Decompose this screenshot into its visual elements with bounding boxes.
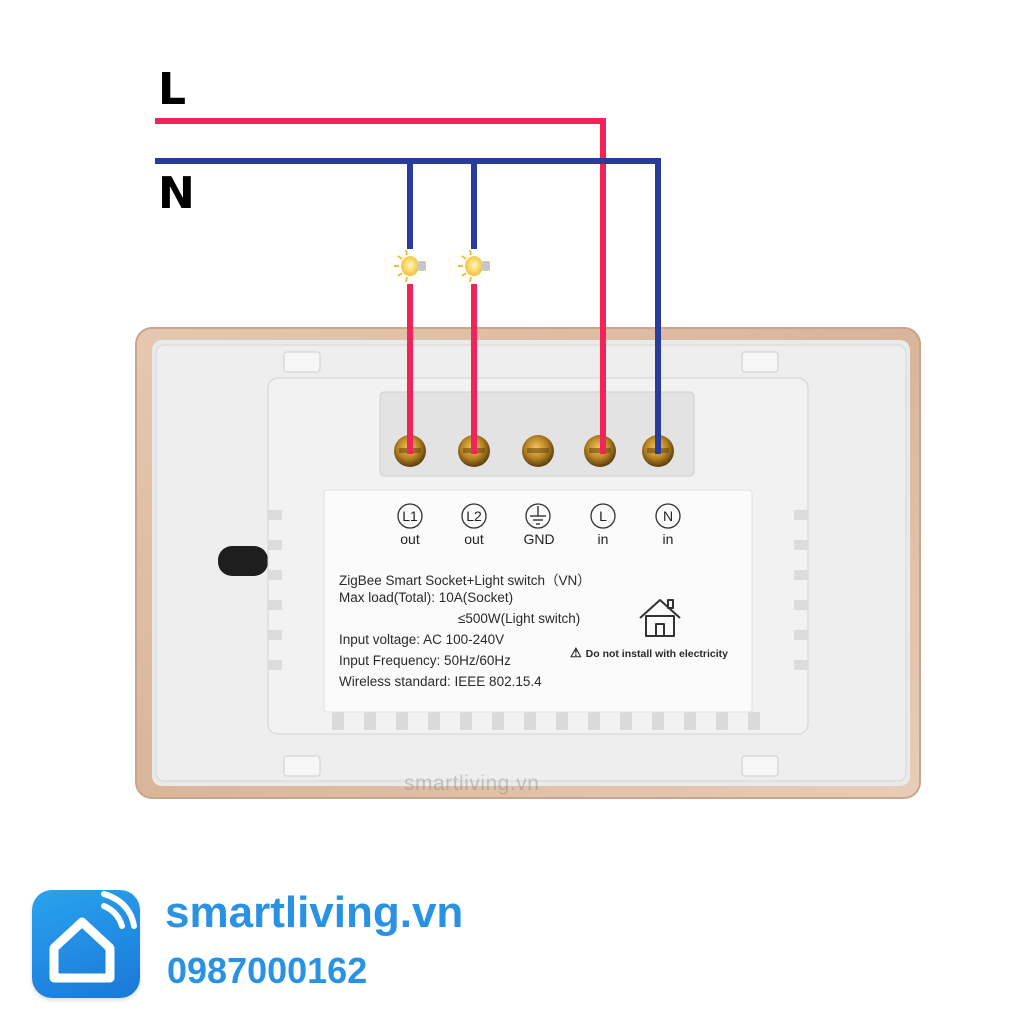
terminal-label-gnd: GND: [523, 503, 555, 547]
bulb-icon: [458, 249, 490, 283]
warning-note: ⚠Do not install with electricity: [570, 645, 728, 661]
wiring: [155, 118, 661, 454]
brand-name: smartliving.vn: [165, 888, 464, 937]
warning-triangle-icon: ⚠: [570, 645, 582, 660]
terminal-label-l1-out: L1 out: [397, 503, 423, 547]
warning-text: Do not install with electricity: [585, 648, 729, 660]
live-wire-label: L: [158, 64, 187, 115]
terminal-screw-gnd: [522, 435, 554, 467]
neutral-wire: [155, 158, 661, 454]
svg-text:out: out: [400, 531, 420, 547]
brand-logo: [32, 890, 140, 998]
terminal-label-l2-out: L2 out: [461, 503, 487, 547]
terminal-labels: L1 out L2 out GND L in N in: [397, 503, 681, 547]
spec-wireless-standard: Wireless standard: IEEE 802.15.4: [339, 674, 542, 689]
terminal-label-n-in: N in: [655, 503, 681, 547]
ground-symbol-icon: [530, 506, 546, 525]
spec-input-frequency: Input Frequency: 50Hz/60Hz: [339, 653, 511, 668]
terminal-label-l-in: L in: [590, 503, 616, 547]
svg-text:L1: L1: [402, 508, 418, 524]
watermark: smartliving.vn: [404, 772, 540, 795]
brand-phone: 0987000162: [167, 950, 368, 991]
spec-title: ZigBee Smart Socket+Light switch（VN）: [339, 573, 591, 588]
svg-text:out: out: [464, 531, 484, 547]
svg-text:L2: L2: [466, 508, 482, 524]
svg-text:N: N: [663, 508, 673, 524]
spec-max-load: Max load(Total): 10A(Socket): [339, 590, 514, 605]
svg-text:in: in: [663, 531, 674, 547]
house-icon: [639, 599, 681, 637]
spec-max-load-light: ≤500W(Light switch): [458, 611, 581, 626]
svg-text:in: in: [598, 531, 609, 547]
live-wire: [155, 118, 606, 454]
bulb-icon: [394, 249, 426, 283]
spec-input-voltage: Input voltage: AC 100-240V: [339, 632, 505, 647]
svg-text:L: L: [599, 508, 607, 524]
svg-text:GND: GND: [523, 531, 554, 547]
switch-back-plate: [135, 327, 921, 799]
neutral-wire-label: N: [158, 168, 195, 219]
